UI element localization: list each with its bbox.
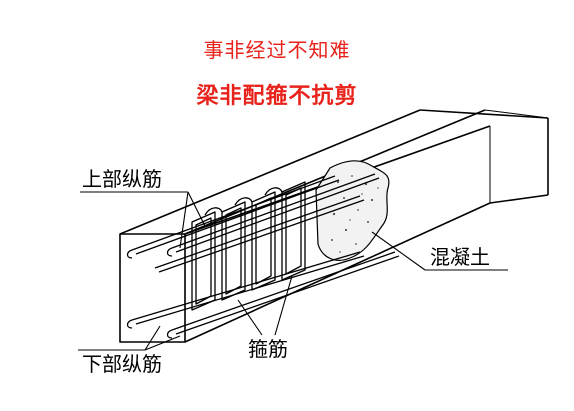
- top-rebar-back-outer: [171, 173, 376, 249]
- leader-stirrup-b: [274, 275, 293, 336]
- stirrup-hook-3: [264, 187, 283, 196]
- leader-stirrup-a: [237, 299, 263, 336]
- label-stirrup: 箍筋: [248, 337, 288, 361]
- hook-top-left: [126, 249, 133, 259]
- bottom-rebar-front-outer: [131, 251, 361, 321]
- bottom-rebar-front-inner: [135, 255, 365, 325]
- caption-line-2: 梁非配箍不抗剪: [196, 84, 358, 109]
- leader-lines: [78, 191, 508, 351]
- hook-bottom-right: [166, 329, 173, 339]
- leader-top-rebar-b: [179, 191, 189, 249]
- leader-top-rebar-a: [187, 191, 206, 227]
- leader-bottom-rebar-b: [144, 335, 181, 351]
- stirrup-1: [191, 211, 216, 311]
- rebar-end-hooks: [126, 247, 173, 339]
- caption-line-1: 事非经过不知难: [203, 38, 351, 62]
- label-concrete: 混凝土: [430, 245, 490, 269]
- bottom-rebar-back-inner: [175, 255, 400, 335]
- top-rebar-mid-inner: [158, 199, 365, 273]
- label-bottom-rebar: 下部纵筋: [82, 352, 162, 376]
- beam-end-edge-bottom: [489, 194, 549, 204]
- stirrup-2-inner: [225, 207, 242, 295]
- hook-bottom-left: [126, 319, 133, 329]
- leader-concrete: [371, 231, 426, 271]
- stirrup-4: [281, 181, 306, 281]
- stirrups: [191, 181, 306, 311]
- bottom-rebar-back-outer: [171, 251, 396, 331]
- leader-bottom-rebar-a: [144, 325, 161, 351]
- beam-top-far-edge: [419, 109, 549, 119]
- beam-top-ridge: [484, 109, 549, 119]
- stirrup-4-inner: [285, 187, 302, 275]
- beam-front-section: [119, 233, 186, 343]
- stirrup-hook-1: [204, 207, 223, 216]
- stirrup-1-inner: [195, 217, 212, 305]
- concrete-cut-region: [315, 160, 390, 261]
- top-rebar-front-inner: [135, 179, 340, 255]
- hook-top-right: [166, 247, 173, 257]
- stirrup-3: [251, 191, 276, 291]
- stirrup-hook-2: [234, 197, 253, 206]
- top-rebar-back-inner: [175, 177, 380, 253]
- beam-top-front-edge: [119, 109, 421, 235]
- stirrup-3-inner: [255, 197, 272, 285]
- concrete-cutaway: [315, 160, 390, 261]
- top-rebar-mid: [154, 195, 361, 269]
- label-top-rebar: 上部纵筋: [82, 167, 162, 191]
- bottom-longitudinal-rebars: [131, 251, 400, 335]
- stirrup-2: [221, 201, 246, 301]
